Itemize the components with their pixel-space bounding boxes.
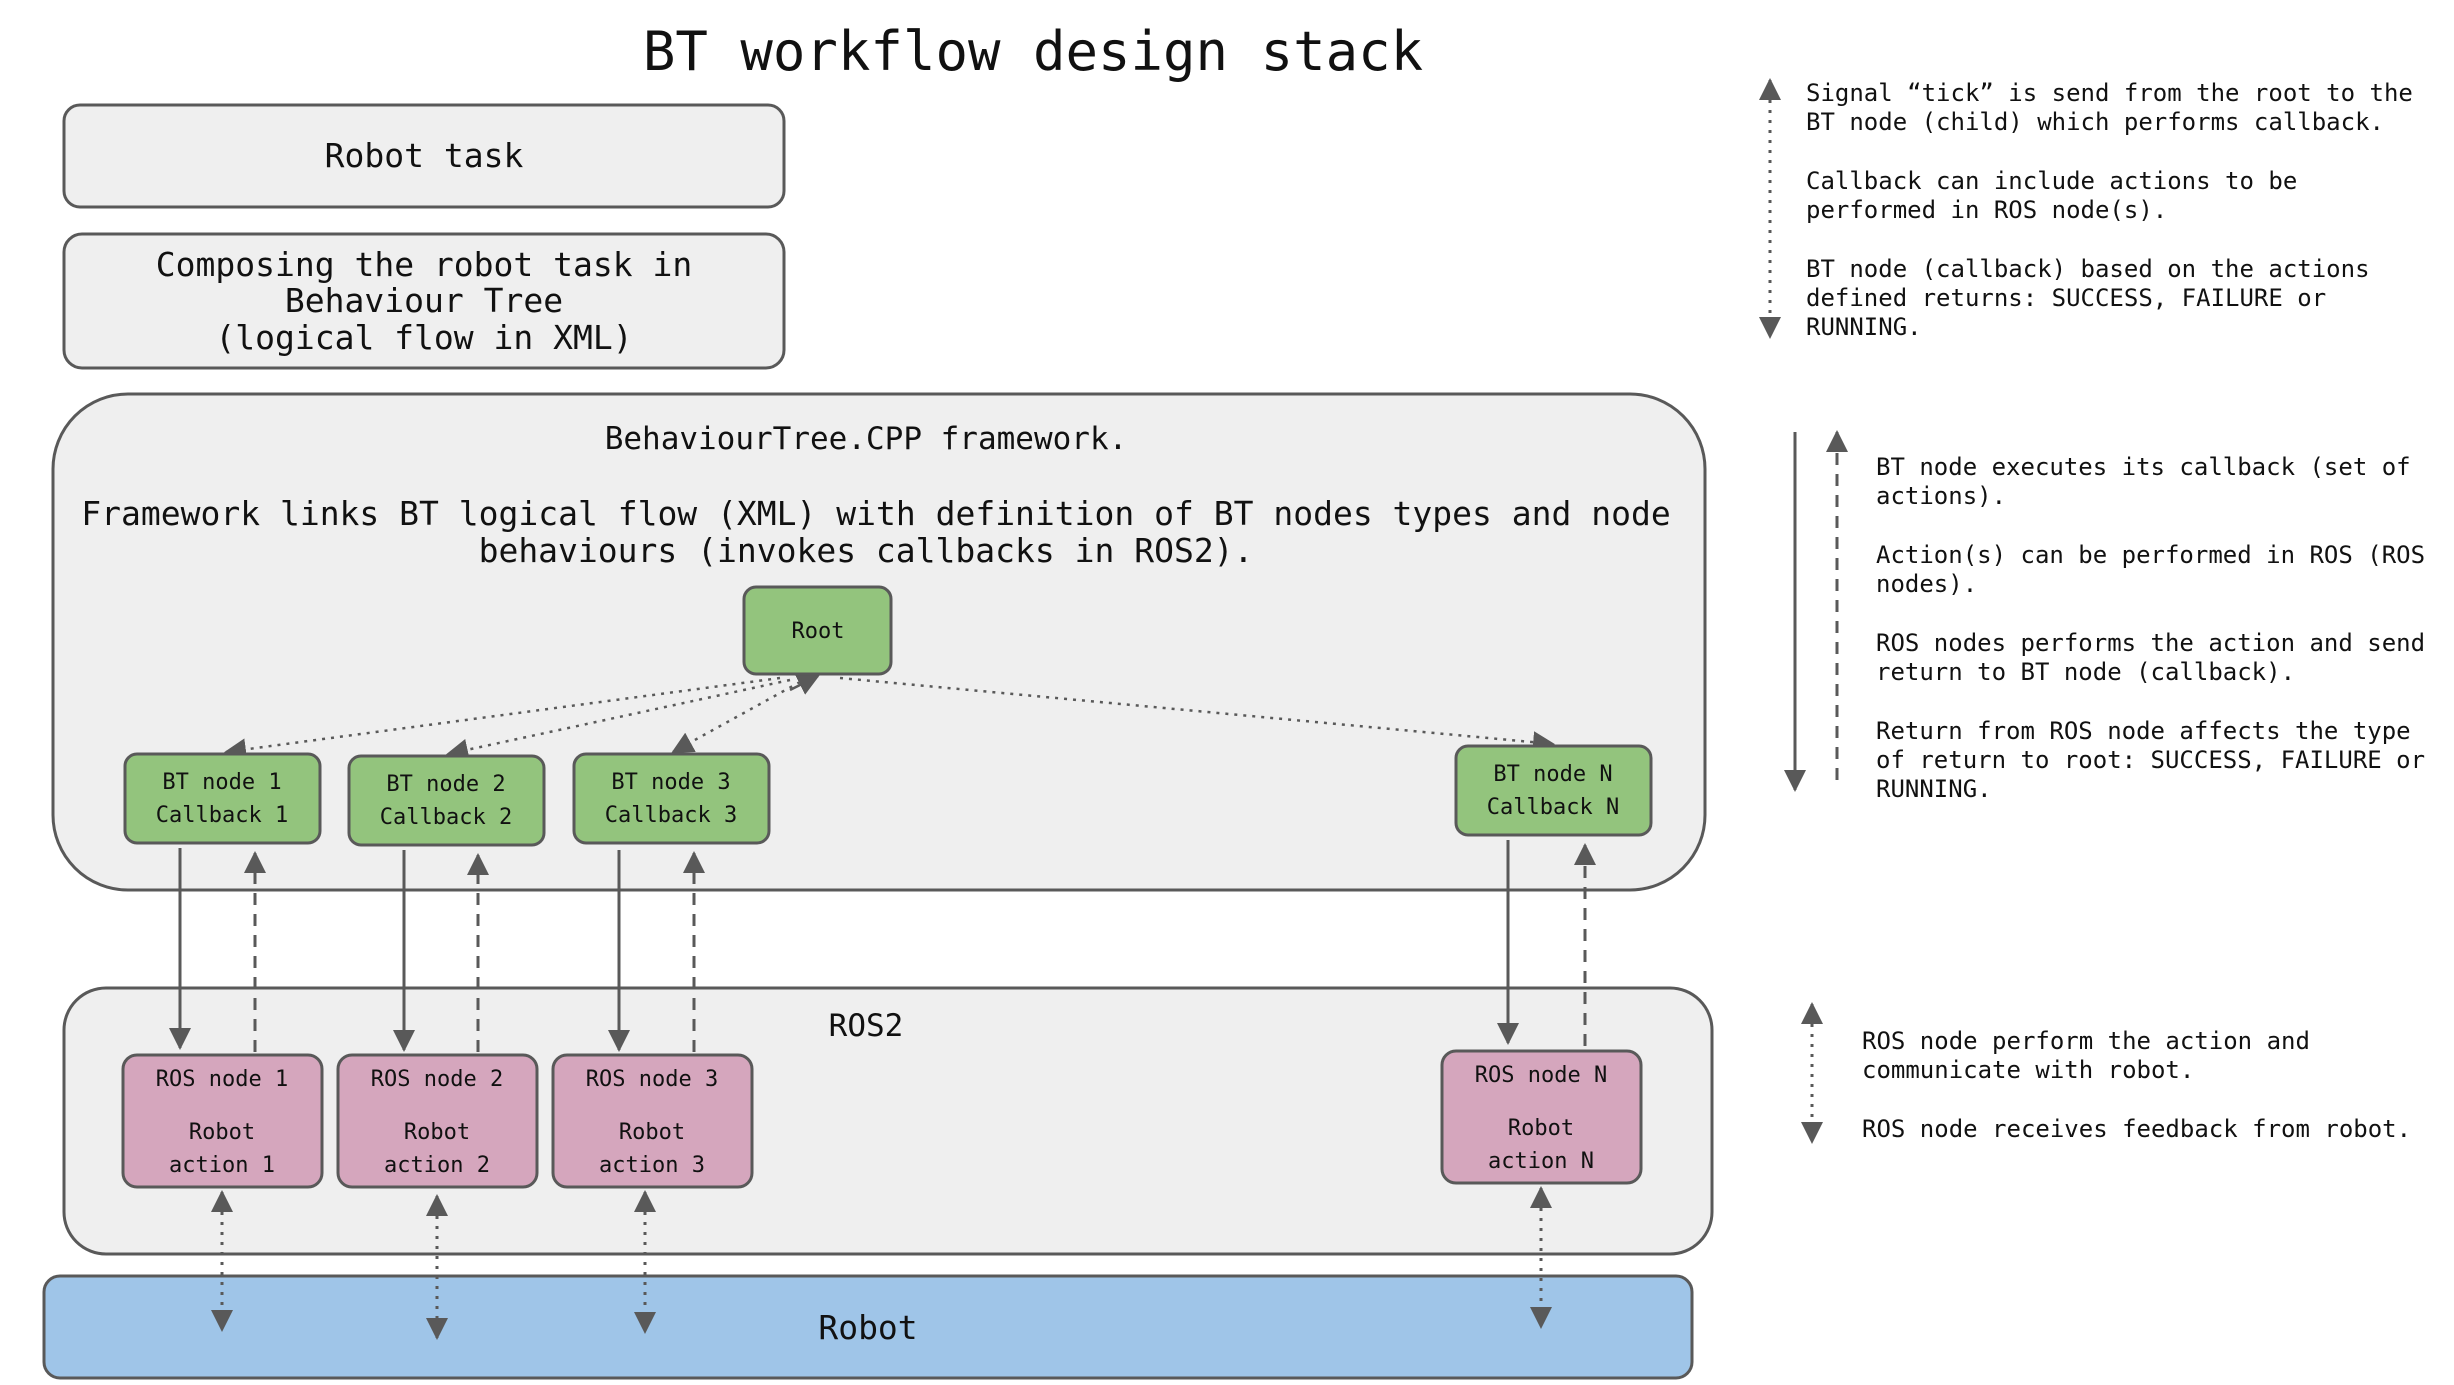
note-tick: Signal “tick” is send from the root to t… <box>1806 79 2413 341</box>
legend-callback-arrows <box>1784 430 1848 792</box>
ros-node-2-title: ROS node 2 <box>371 1067 503 1092</box>
ros-node-2: ROS node 2 Robot action 2 <box>336 1053 539 1189</box>
note-tick-line-4: Callback can include actions to be <box>1806 167 2297 195</box>
ros-node-n: ROS node N Robot action N <box>1440 1049 1643 1185</box>
bt-node-n-callback: Callback N <box>1487 795 1619 820</box>
ros-node-3-robot: Robot <box>619 1120 685 1145</box>
bt-node-2-callback: Callback 2 <box>380 805 512 830</box>
note-tick-line-9: RUNNING. <box>1806 313 1922 341</box>
ros-node-n-robot: Robot <box>1508 1116 1574 1141</box>
framework-description-1: Framework links BT logical flow (XML) wi… <box>81 494 1670 533</box>
note-callback-line-5: nodes). <box>1876 570 1977 598</box>
note-robot-comm-line-1: ROS node perform the action and <box>1862 1027 2310 1055</box>
ros-node-3: ROS node 3 Robot action 3 <box>551 1053 754 1189</box>
note-robot-comm-line-4: ROS node receives feedback from robot. <box>1862 1115 2411 1143</box>
note-callback-line-1: BT node executes its callback (set of <box>1876 453 2411 481</box>
tick-arrow-3 <box>671 680 801 754</box>
note-callback: BT node executes its callback (set of ac… <box>1876 453 2425 803</box>
callback-arrows <box>169 840 1596 1052</box>
robot-task-label: Robot task <box>325 136 524 175</box>
robot-bar: Robot <box>42 1274 1694 1380</box>
ros-node-1-action: action 1 <box>169 1153 275 1178</box>
bt-node-3-title: BT node 3 <box>611 770 730 795</box>
ros-node-2-action: action 2 <box>384 1153 490 1178</box>
composing-line-3: (logical flow in XML) <box>215 318 632 357</box>
note-tick-line-5: performed in ROS node(s). <box>1806 196 2167 224</box>
composing-line-2: Behaviour Tree <box>285 281 563 320</box>
note-callback-line-11: of return to root: SUCCESS, FAILURE or <box>1876 746 2425 774</box>
ros-node-3-title: ROS node 3 <box>586 1067 718 1092</box>
robot-task-box: Robot task <box>62 103 786 209</box>
bt-node-2: BT node 2 Callback 2 <box>347 754 546 847</box>
bt-node-n-title: BT node N <box>1493 762 1612 787</box>
tick-arrow-1 <box>224 676 781 761</box>
bt-node-2-title: BT node 2 <box>386 772 505 797</box>
note-tick-line-2: BT node (child) which performs callback. <box>1806 108 2384 136</box>
ros-node-1: ROS node 1 Robot action 1 <box>121 1053 324 1189</box>
bt-node-n: BT node N Callback N <box>1454 744 1653 837</box>
composing-box: Composing the robot task in Behaviour Tr… <box>62 232 786 370</box>
diagram-title: BT workflow design stack <box>643 20 1423 83</box>
note-callback-line-7: ROS nodes performs the action and send <box>1876 629 2425 657</box>
note-callback-line-4: Action(s) can be performed in ROS (ROS <box>1876 541 2425 569</box>
note-callback-line-10: Return from ROS node affects the type <box>1876 717 2411 745</box>
note-tick-line-7: BT node (callback) based on the actions <box>1806 255 2370 283</box>
ros-node-2-robot: Robot <box>404 1120 470 1145</box>
framework-heading: BehaviourTree.CPP framework. <box>605 421 1128 457</box>
robot-label: Robot <box>818 1308 917 1347</box>
framework-description-2: behaviours (invokes callbacks in ROS2). <box>479 531 1254 570</box>
bt-node-3: BT node 3 Callback 3 <box>572 752 771 845</box>
root-node: Root <box>742 585 893 676</box>
robot-comm-arrows <box>211 1186 1552 1340</box>
note-robot-comm-line-2: communicate with robot. <box>1862 1056 2194 1084</box>
bt-node-1: BT node 1 Callback 1 <box>123 752 322 845</box>
note-tick-line-8: defined returns: SUCCESS, FAILURE or <box>1806 284 2326 312</box>
ros-node-n-title: ROS node N <box>1475 1063 1607 1088</box>
tick-arrow-n <box>839 676 1555 754</box>
ros-node-n-action: action N <box>1488 1149 1594 1174</box>
ros-node-1-title: ROS node 1 <box>156 1067 288 1092</box>
note-callback-line-12: RUNNING. <box>1876 775 1992 803</box>
tick-return-arrow <box>789 674 820 695</box>
tick-arrows <box>224 674 1555 761</box>
ros-node-3-action: action 3 <box>599 1153 705 1178</box>
note-tick-line-1: Signal “tick” is send from the root to t… <box>1806 79 2413 107</box>
bt-node-1-callback: Callback 1 <box>156 803 288 828</box>
bt-node-1-title: BT node 1 <box>162 770 281 795</box>
note-robot-comm: ROS node perform the action and communic… <box>1862 1027 2411 1143</box>
composing-line-1: Composing the robot task in <box>156 245 692 284</box>
note-callback-line-2: actions). <box>1876 482 2006 510</box>
note-callback-line-8: return to BT node (callback). <box>1876 658 2295 686</box>
ros2-label: ROS2 <box>829 1008 904 1044</box>
root-label: Root <box>792 619 845 644</box>
ros-node-1-robot: Robot <box>189 1120 255 1145</box>
bt-node-3-callback: Callback 3 <box>605 803 737 828</box>
